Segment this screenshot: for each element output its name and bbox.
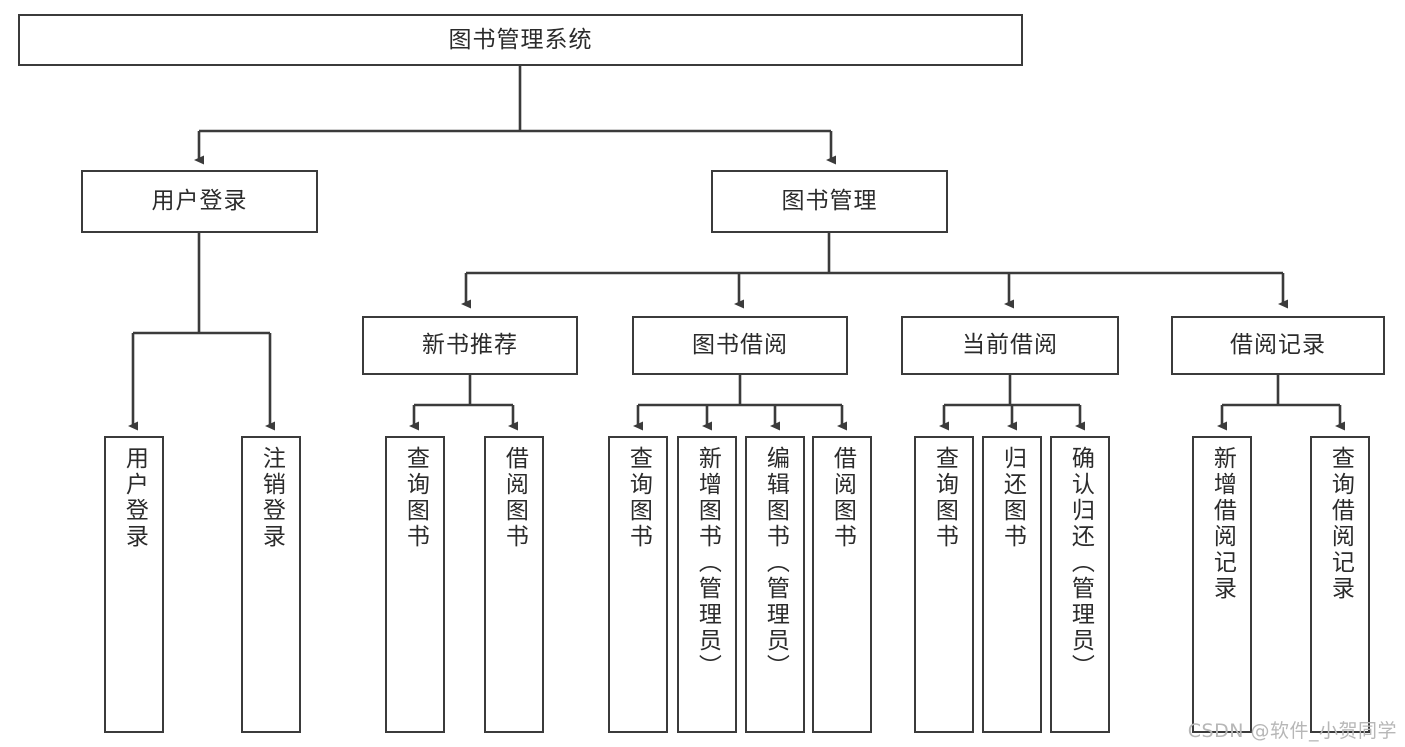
node-label: 新书推荐 bbox=[422, 332, 518, 358]
leaf-user-login[interactable]: 用户登录 bbox=[104, 436, 164, 733]
node-label: 查询借阅记录 bbox=[1327, 446, 1354, 602]
node-label: 当前借阅 bbox=[962, 332, 1058, 358]
node-label: 图书管理系统 bbox=[448, 26, 593, 53]
leaf-return-book[interactable]: 归还图书 bbox=[982, 436, 1042, 733]
node-new-book-recommend[interactable]: 新书推荐 bbox=[362, 316, 578, 375]
node-label: 借阅图书 bbox=[501, 446, 528, 550]
node-current-borrow[interactable]: 当前借阅 bbox=[901, 316, 1119, 375]
node-label: 借阅记录 bbox=[1230, 332, 1326, 358]
leaf-confirm-return-admin[interactable]: 确认归还（管理员） bbox=[1050, 436, 1110, 733]
node-label: 编辑图书（管理员） bbox=[762, 446, 789, 680]
leaf-logout[interactable]: 注销登录 bbox=[241, 436, 301, 733]
watermark-text: CSDN @软件_小贺同学 bbox=[1187, 720, 1397, 742]
leaf-add-borrow-record[interactable]: 新增借阅记录 bbox=[1192, 436, 1252, 733]
node-label: 用户登录 bbox=[121, 446, 148, 550]
leaf-query-book-current[interactable]: 查询图书 bbox=[914, 436, 974, 733]
node-label: 确认归还（管理员） bbox=[1067, 446, 1094, 680]
node-label: 查询图书 bbox=[402, 446, 429, 550]
node-label: 查询图书 bbox=[931, 446, 958, 550]
node-root-system[interactable]: 图书管理系统 bbox=[18, 14, 1023, 66]
leaf-query-book-recommend[interactable]: 查询图书 bbox=[385, 436, 445, 733]
node-label: 图书管理 bbox=[781, 188, 878, 214]
leaf-query-book-borrow[interactable]: 查询图书 bbox=[608, 436, 668, 733]
node-label: 图书借阅 bbox=[692, 332, 788, 358]
leaf-edit-book-admin[interactable]: 编辑图书（管理员） bbox=[745, 436, 805, 733]
node-label: 查询图书 bbox=[625, 446, 652, 550]
node-book-management[interactable]: 图书管理 bbox=[711, 170, 948, 233]
node-book-borrow[interactable]: 图书借阅 bbox=[632, 316, 848, 375]
node-label: 注销登录 bbox=[258, 446, 285, 550]
leaf-query-borrow-record[interactable]: 查询借阅记录 bbox=[1310, 436, 1370, 733]
node-user-login[interactable]: 用户登录 bbox=[81, 170, 318, 233]
node-label: 新增图书（管理员） bbox=[694, 446, 721, 680]
node-label: 归还图书 bbox=[999, 446, 1026, 550]
node-borrow-record[interactable]: 借阅记录 bbox=[1171, 316, 1385, 375]
node-label: 用户登录 bbox=[151, 188, 248, 214]
node-label: 借阅图书 bbox=[829, 446, 856, 550]
leaf-add-book-admin[interactable]: 新增图书（管理员） bbox=[677, 436, 737, 733]
leaf-borrow-book-recommend[interactable]: 借阅图书 bbox=[484, 436, 544, 733]
leaf-borrow-book[interactable]: 借阅图书 bbox=[812, 436, 872, 733]
node-label: 新增借阅记录 bbox=[1209, 446, 1236, 602]
